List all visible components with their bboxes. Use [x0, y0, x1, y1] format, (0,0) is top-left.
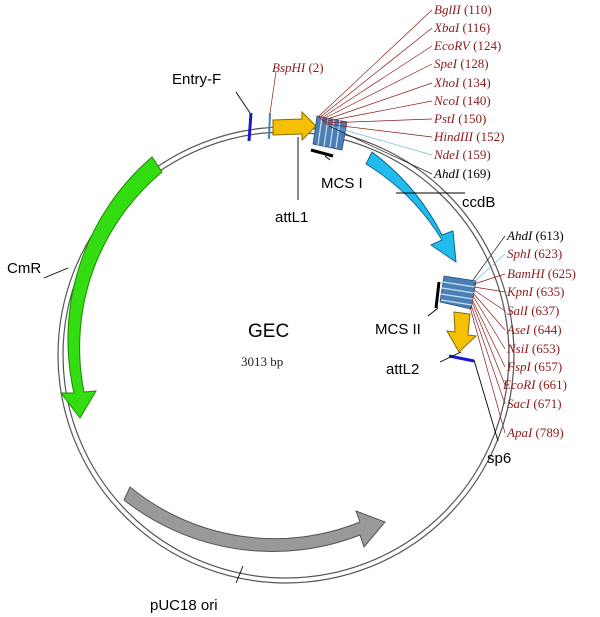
site-label: SacI (671) — [507, 396, 562, 411]
site-label: AhdI (613) — [506, 228, 564, 243]
site-label: KpnI (635) — [506, 284, 564, 299]
attl1-arrow — [272, 110, 317, 142]
site-label: NsiI (653) — [506, 341, 560, 356]
mcs2-block — [434, 275, 477, 310]
site-label: ApaI (789) — [506, 425, 564, 440]
site-label-bsphi: BspHI (2) — [272, 60, 324, 75]
entry-f-label: Entry-F — [172, 71, 221, 88]
ccdb-arrow — [365, 151, 457, 264]
site-label: PstI (150) — [433, 111, 486, 126]
puc18-ori-arrow — [123, 486, 386, 552]
puc18-ori-label: pUC18 ori — [150, 597, 218, 614]
entry-f-primer-tick — [247, 112, 253, 142]
mcs2-label: MCS II — [375, 321, 421, 338]
attl2-label: attL2 — [386, 361, 419, 378]
right-site-labels: AhdI (613) SphI (623) BamHI (625) KpnI (… — [502, 228, 576, 440]
site-label: BglII (110) — [434, 2, 492, 17]
sp6-label: sp6 — [487, 450, 511, 467]
site-label: XhoI (134) — [433, 75, 491, 90]
sp6-primer-tick — [448, 354, 475, 363]
mcs1-label: MCS I — [321, 175, 363, 192]
site-label: EcoRV (124) — [433, 38, 501, 53]
cmr-arrow — [59, 156, 163, 419]
site-label: EcoRI (661) — [502, 377, 567, 392]
attl1-label: attL1 — [275, 209, 308, 226]
site-label: SalI (637) — [507, 303, 559, 318]
cmr-label: CmR — [7, 260, 41, 277]
site-label: SphI (623) — [507, 246, 562, 261]
ccdb-label: ccdB — [462, 194, 495, 211]
site-label: AseI (644) — [506, 322, 562, 337]
plasmid-size: 3013 bp — [241, 354, 283, 369]
site-label: HindIII (152) — [433, 129, 504, 144]
top-site-labels: BglII (110) XbaI (116) EcoRV (124) SpeI … — [433, 2, 504, 181]
site-label: SpeI (128) — [434, 56, 489, 71]
site-label: AhdI (169) — [433, 166, 491, 181]
attl2-arrow — [446, 311, 478, 353]
site-label: BamHI (625) — [507, 266, 576, 281]
mcs1-block — [310, 115, 348, 158]
site-label: XbaI (116) — [433, 20, 490, 35]
plasmid-name: GEC — [248, 321, 289, 342]
site-label: FspI (657) — [506, 359, 562, 374]
bsphi-tick — [268, 112, 271, 140]
site-label: NdeI (159) — [433, 147, 491, 162]
site-label: NcoI (140) — [433, 93, 491, 108]
